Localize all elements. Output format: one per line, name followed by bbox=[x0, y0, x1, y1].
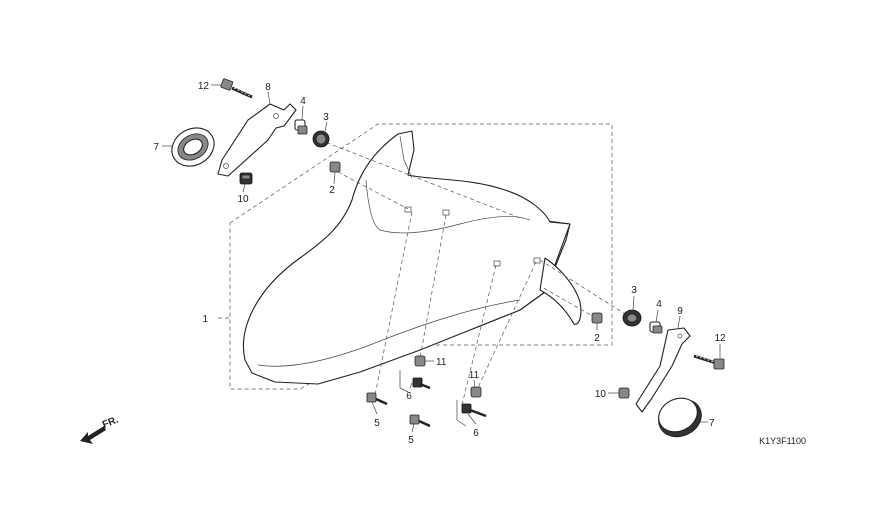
label-part-8: 8 bbox=[265, 82, 271, 93]
bracket-9 bbox=[635, 327, 691, 413]
bolt-12-upper bbox=[220, 78, 253, 99]
collar-4-lower bbox=[649, 321, 663, 334]
label-part-11-right: 11 bbox=[469, 370, 480, 381]
label-part-9: 9 bbox=[677, 306, 683, 317]
nut-2-lower bbox=[591, 312, 603, 324]
label-part-4-lower: 4 bbox=[656, 299, 662, 310]
grommet-3-upper bbox=[312, 130, 330, 148]
part-labels: 1 2 2 3 3 4 4 5 5 6 6 7 7 8 9 10 10 11 1… bbox=[153, 81, 726, 446]
collar-4-upper bbox=[294, 119, 308, 135]
bolt-6-right bbox=[456, 400, 487, 427]
label-part-12-lower: 12 bbox=[714, 333, 726, 344]
bolt-5-right bbox=[409, 414, 431, 428]
assembly-outline bbox=[218, 123, 613, 390]
front-fender bbox=[242, 130, 582, 385]
label-part-6-right: 6 bbox=[473, 428, 479, 439]
label-part-3-upper: 3 bbox=[323, 112, 329, 123]
bracket-8 bbox=[217, 103, 297, 177]
bolt-6-left bbox=[399, 370, 431, 393]
nut-11-left bbox=[414, 355, 426, 367]
nut-10-lower bbox=[618, 387, 630, 399]
label-part-7-lower: 7 bbox=[709, 418, 715, 429]
label-part-1: 1 bbox=[202, 314, 208, 325]
nut-11-right bbox=[470, 386, 482, 398]
leader-lines bbox=[162, 84, 721, 433]
bolt-12-lower bbox=[693, 354, 725, 370]
diagram-code: K1Y3F1100 bbox=[759, 436, 806, 446]
front-direction-arrow: FR. bbox=[80, 414, 120, 444]
grommet-3-lower bbox=[622, 309, 642, 327]
label-part-2-lower: 2 bbox=[594, 333, 600, 344]
nut-2-upper bbox=[329, 161, 341, 173]
label-part-6-left: 6 bbox=[406, 391, 412, 402]
label-part-5-left: 5 bbox=[374, 418, 380, 429]
label-part-7-upper: 7 bbox=[153, 142, 159, 153]
label-part-3-lower: 3 bbox=[631, 285, 637, 296]
label-part-10-lower: 10 bbox=[595, 389, 607, 400]
label-part-12-upper: 12 bbox=[198, 81, 210, 92]
nut-10-upper bbox=[239, 172, 253, 185]
label-part-11-left: 11 bbox=[436, 357, 447, 368]
bolt-5-left bbox=[366, 392, 388, 406]
label-part-2-upper: 2 bbox=[329, 185, 335, 196]
alignment-lines bbox=[319, 139, 626, 406]
label-part-4-upper: 4 bbox=[300, 96, 306, 107]
reflector-7-lower bbox=[658, 397, 702, 438]
label-part-10-upper: 10 bbox=[237, 194, 249, 205]
reflector-7-upper bbox=[171, 127, 215, 167]
front-direction-label: FR. bbox=[101, 414, 120, 430]
label-part-5-right: 5 bbox=[408, 435, 414, 446]
